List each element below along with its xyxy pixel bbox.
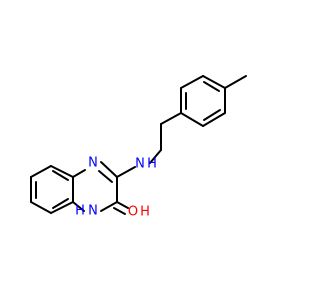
bond	[160, 112, 182, 125]
bond	[52, 198, 69, 209]
bond	[113, 207, 126, 215]
bond	[180, 112, 204, 127]
bond	[72, 201, 85, 212]
bond	[72, 169, 86, 178]
bond	[202, 112, 226, 127]
bond	[50, 201, 74, 214]
bond	[203, 81, 220, 92]
bond	[202, 75, 226, 89]
bond	[100, 201, 118, 212]
atom-amine-hydrogen: H	[147, 157, 157, 172]
atom-n4: N	[88, 156, 98, 171]
bond	[116, 166, 136, 178]
atom-amine-n: N	[135, 157, 145, 172]
bond	[224, 75, 247, 89]
bond	[50, 165, 74, 178]
atom-n1: N	[88, 204, 98, 219]
bond	[98, 170, 113, 183]
molecule-structure: N H N N H O H	[30, 75, 247, 220]
bond	[203, 109, 221, 121]
atom-labels: N H N N H O H	[75, 156, 157, 220]
atom-n1-hydrogen: H	[75, 204, 85, 219]
bond	[116, 201, 129, 209]
bonds	[30, 75, 247, 215]
atom-oxygen-hydrogen: H	[140, 205, 150, 220]
bond	[100, 161, 118, 178]
bond	[30, 201, 52, 214]
bond	[180, 75, 204, 89]
bond	[30, 165, 52, 178]
bond	[52, 170, 69, 181]
bond	[149, 149, 162, 164]
atom-oxygen: O	[128, 205, 138, 220]
